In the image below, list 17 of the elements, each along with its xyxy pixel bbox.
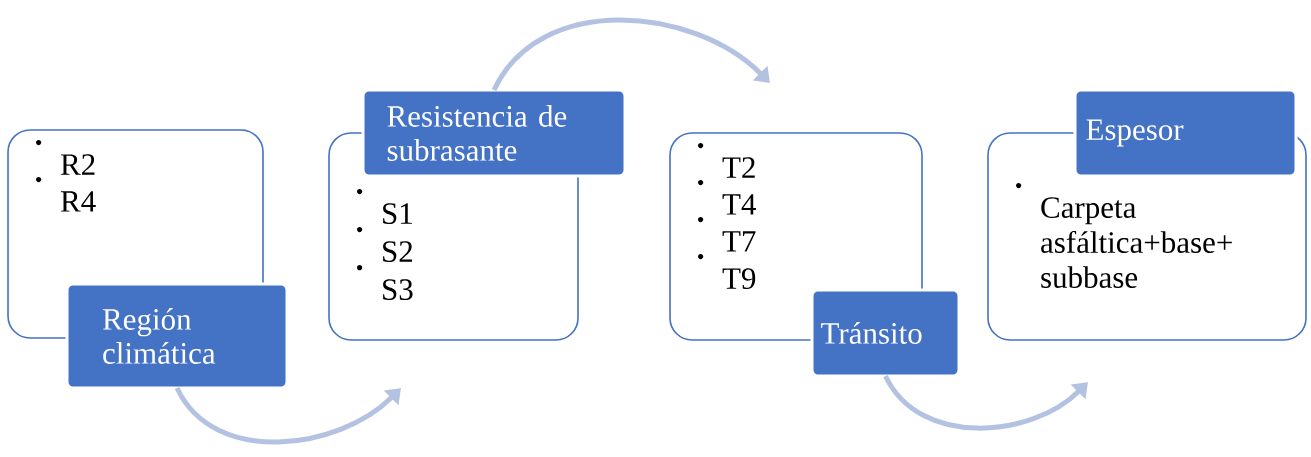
list-item: T9 — [722, 268, 756, 289]
list-item: S2 — [383, 241, 413, 263]
curved-arrow — [174, 386, 401, 445]
list-item: T7 — [722, 231, 756, 252]
list-item: R2 — [60, 154, 95, 175]
title-box: Espesor — [1073, 88, 1298, 178]
curved-arrow — [491, 17, 770, 92]
list-item: S1 — [383, 203, 412, 224]
list-item: T4 — [722, 194, 756, 215]
list-item: S3 — [383, 279, 413, 301]
title-box: Región climática — [65, 282, 289, 390]
list-item: Carpeta asfáltica+base+ subbase — [1041, 197, 1232, 288]
title-box: Resistencia de subrasante — [361, 88, 627, 178]
list-item: R4 — [60, 191, 96, 212]
curved-arrow — [883, 374, 1088, 431]
list-item: T2 — [722, 157, 755, 178]
title-box: Tránsito — [810, 288, 961, 378]
